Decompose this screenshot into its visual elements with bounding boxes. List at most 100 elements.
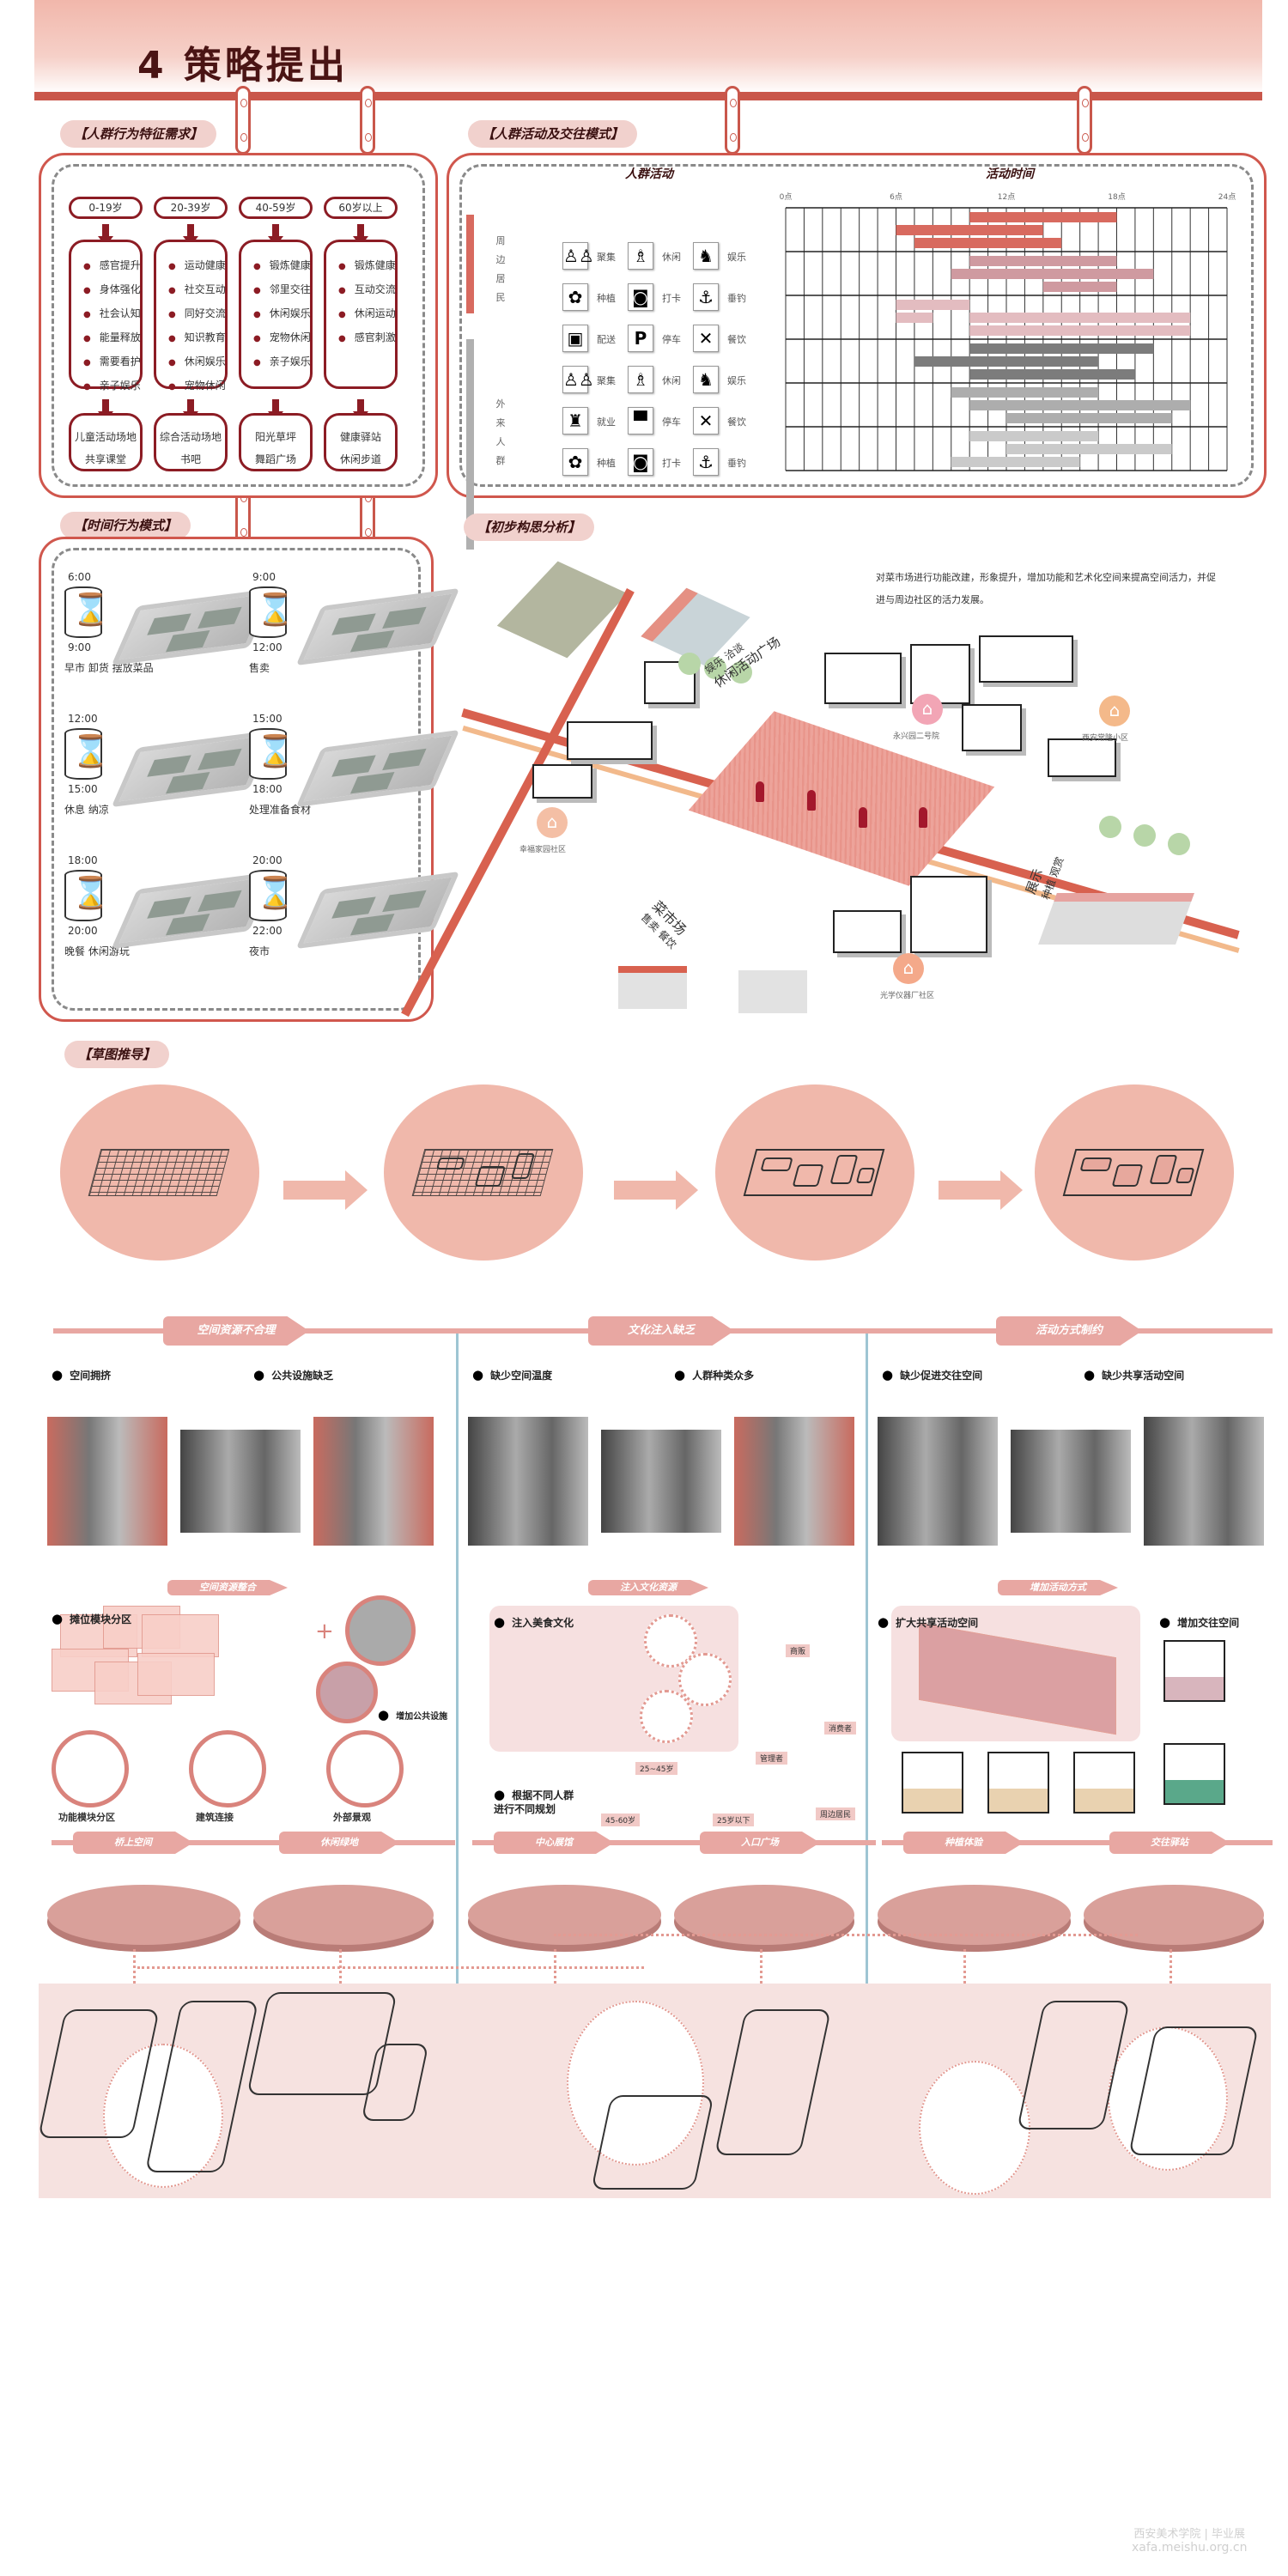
- space-box: 健康驿站休闲步道: [324, 413, 398, 471]
- module-diagram: [326, 1730, 404, 1807]
- node-tag: 入口广场: [700, 1832, 820, 1854]
- stall-vignette: [618, 966, 687, 1009]
- dance-icon: ♞: [693, 366, 719, 393]
- hourglass-icon: [64, 870, 110, 921]
- need-item: 社会认知: [83, 302, 141, 326]
- activity-label: 打卡: [662, 458, 681, 469]
- space-item: 阳光草坪: [254, 431, 296, 443]
- building: [532, 764, 592, 799]
- node-connector: [137, 1966, 644, 1969]
- problem-point: 缺少共享活动空间: [1084, 1367, 1184, 1382]
- start-time: 9:00: [252, 571, 276, 583]
- space-box: 儿童活动场地共享课堂: [69, 413, 143, 471]
- activity-bar: [969, 343, 1154, 354]
- column-divider: [456, 1334, 459, 2198]
- walk-icon: ♗: [628, 242, 653, 270]
- activity-bar: [951, 269, 1154, 279]
- item-label: 增加交往空间: [1159, 1614, 1239, 1630]
- end-time: 9:00: [68, 641, 91, 653]
- tree-icon: [1099, 816, 1121, 838]
- hourglass-icon: [249, 870, 295, 921]
- activity-label: 聚集: [597, 252, 616, 263]
- road-arrow-north-south: [401, 588, 635, 1018]
- end-time: 20:00: [68, 925, 98, 937]
- need-item: 锻炼健康: [338, 254, 396, 278]
- problem-point: 空间拥挤: [52, 1367, 111, 1382]
- section-label-sketch: 【草图推导】: [64, 1041, 170, 1068]
- camera-icon: ◙: [628, 448, 653, 476]
- community-label: 西安常隆小区: [1082, 734, 1129, 743]
- space-box: 综合活动场地书吧: [154, 413, 228, 471]
- arrow-right-icon: [614, 1170, 700, 1210]
- dish-icon: [640, 1690, 693, 1743]
- node-disk: [253, 1885, 434, 1945]
- building: [833, 910, 902, 953]
- end-time: 22:00: [252, 925, 283, 937]
- street-photo: [734, 1417, 854, 1546]
- activity-bar: [1006, 413, 1172, 423]
- people-tag: 消费者: [824, 1722, 857, 1735]
- activity-label: 停车: [662, 334, 681, 345]
- hourglass-icon: [249, 728, 295, 780]
- header-rail: [34, 92, 1262, 100]
- activity-bar: [969, 369, 1135, 380]
- need-item: 知识教育: [168, 326, 226, 350]
- node-tag: 休闲绿地: [279, 1832, 399, 1854]
- activity-bar: [896, 225, 1043, 235]
- section-label-crowd-needs: 【人群行为特征需求】: [60, 120, 217, 148]
- flower-icon: ✿: [562, 448, 588, 476]
- need-item: 身体强化: [83, 278, 141, 302]
- interaction-cube: [1163, 1743, 1225, 1805]
- dining-vignette: [738, 970, 807, 1013]
- need-item: 休闲娱乐: [168, 350, 226, 374]
- tree-icon: [704, 657, 726, 679]
- parking-icon: P: [628, 325, 653, 352]
- activity-label: 配送: [597, 334, 616, 345]
- space-item: 书吧: [179, 453, 201, 465]
- item-label: 扩大共享活动空间: [878, 1614, 978, 1630]
- stall-module: [142, 1614, 219, 1657]
- flower-icon: ✿: [562, 283, 588, 311]
- people-tag: 周边居民: [816, 1807, 856, 1820]
- highlight-area: [919, 2061, 1030, 2195]
- node-rail: [472, 1840, 876, 1845]
- activity-label: 休闲: [662, 252, 681, 263]
- group-icon: ♙♙: [562, 242, 594, 270]
- dish-icon: [644, 1614, 697, 1668]
- problem-tag: 空间资源不合理: [163, 1316, 309, 1346]
- camera-icon: ◙: [628, 283, 653, 311]
- start-time: 20:00: [252, 854, 283, 866]
- activity-bar: [969, 400, 1191, 410]
- plus-icon: +: [315, 1619, 334, 1644]
- concept-map: 娱乐 洽谈休闲活动广场 菜市场售卖 餐饮 展示种植 观赏 ⌂ 永兴园二号院 ⌂ …: [401, 550, 1271, 1030]
- problem-tag: 活动方式制约: [996, 1316, 1142, 1346]
- group-icon: ♙♙: [562, 366, 594, 393]
- arrow-right-icon: [283, 1170, 369, 1210]
- home-icon: ⌂: [893, 953, 924, 984]
- person-icon: [919, 807, 927, 828]
- sketch-step-1: [60, 1084, 259, 1261]
- hanger-tab: [360, 86, 375, 155]
- activity-bar: [1006, 444, 1172, 454]
- dining-icon: ✕: [693, 407, 719, 434]
- column-divider: [866, 1334, 868, 2198]
- activity-bar: [969, 431, 1099, 441]
- activity-label: 停车: [662, 416, 681, 428]
- activity-desc: 处理准备食材: [249, 804, 312, 816]
- community-label: 永兴园二号院: [893, 732, 940, 741]
- time-title: 活动时间: [986, 167, 1034, 181]
- module-diagram: [52, 1730, 129, 1807]
- need-item: 感官刺激: [338, 326, 396, 350]
- interaction-cube: [1163, 1640, 1225, 1702]
- stall-module: [137, 1653, 215, 1696]
- age-group-pill: 60岁以上: [324, 197, 398, 219]
- need-item: 能量释放: [83, 326, 141, 350]
- street-photo: [180, 1430, 301, 1533]
- node-connector: [554, 1934, 1138, 1936]
- activity-bar: [896, 313, 933, 323]
- node-connector: [133, 1949, 136, 1984]
- section-label-concept: 【初步构思分析】: [464, 513, 595, 541]
- people-tag: 45-60岁: [601, 1814, 641, 1826]
- sketch-step-4: [1035, 1084, 1234, 1261]
